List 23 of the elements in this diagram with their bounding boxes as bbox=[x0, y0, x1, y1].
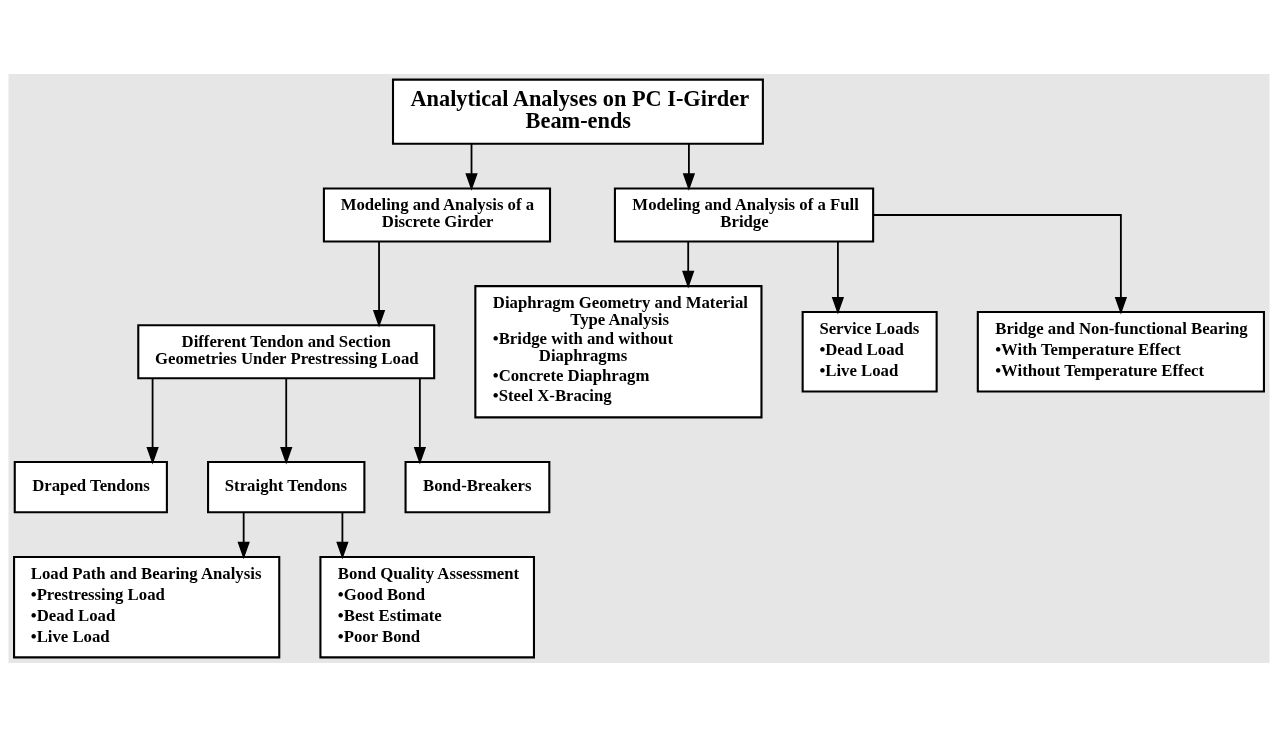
node-box: Load Path and Bearing Analysis •Prestressing Load •Dead Load •Live Load bbox=[13, 555, 281, 658]
node-box: Draped Tendons bbox=[13, 460, 168, 513]
arrow bbox=[831, 240, 845, 315]
node-box: Analytical Analyses on PC I-Girder Beam-ends bbox=[391, 78, 764, 145]
node-box: Straight Tendons bbox=[207, 460, 366, 513]
arrow bbox=[413, 377, 427, 465]
node-box: Bond-Breakers bbox=[404, 460, 551, 513]
arrow bbox=[237, 511, 250, 559]
node-box: Different Tendon and Section Geometries Under Prestressing Load bbox=[137, 323, 436, 379]
arrow bbox=[682, 240, 695, 288]
node-box: Bond Quality Assessment •Good Bond •Best Estimate •Poor Bond bbox=[319, 555, 535, 658]
node-box: Service Loads •Dead Load •Live Load bbox=[801, 310, 938, 393]
arrow bbox=[280, 377, 293, 465]
arrow bbox=[372, 240, 386, 328]
arrow bbox=[465, 142, 478, 191]
arrow bbox=[336, 511, 349, 559]
arrow bbox=[872, 213, 1128, 315]
node-box: Modeling and Analysis of a Discrete Girder bbox=[322, 186, 552, 243]
node-box: Modeling and Analysis of a Full Bridge bbox=[613, 186, 875, 243]
node-box: Bridge and Non-functional Bearing •With Temperature Effect •Without Temperature Effect bbox=[976, 310, 1265, 393]
arrow bbox=[146, 377, 159, 465]
arrow bbox=[682, 142, 696, 191]
node-box: Diaphragm Geometry and Material Type Analysis •Bridge with and without Diaphragms •Concrete Diaphragm •Steel X-Bracing bbox=[474, 284, 763, 418]
